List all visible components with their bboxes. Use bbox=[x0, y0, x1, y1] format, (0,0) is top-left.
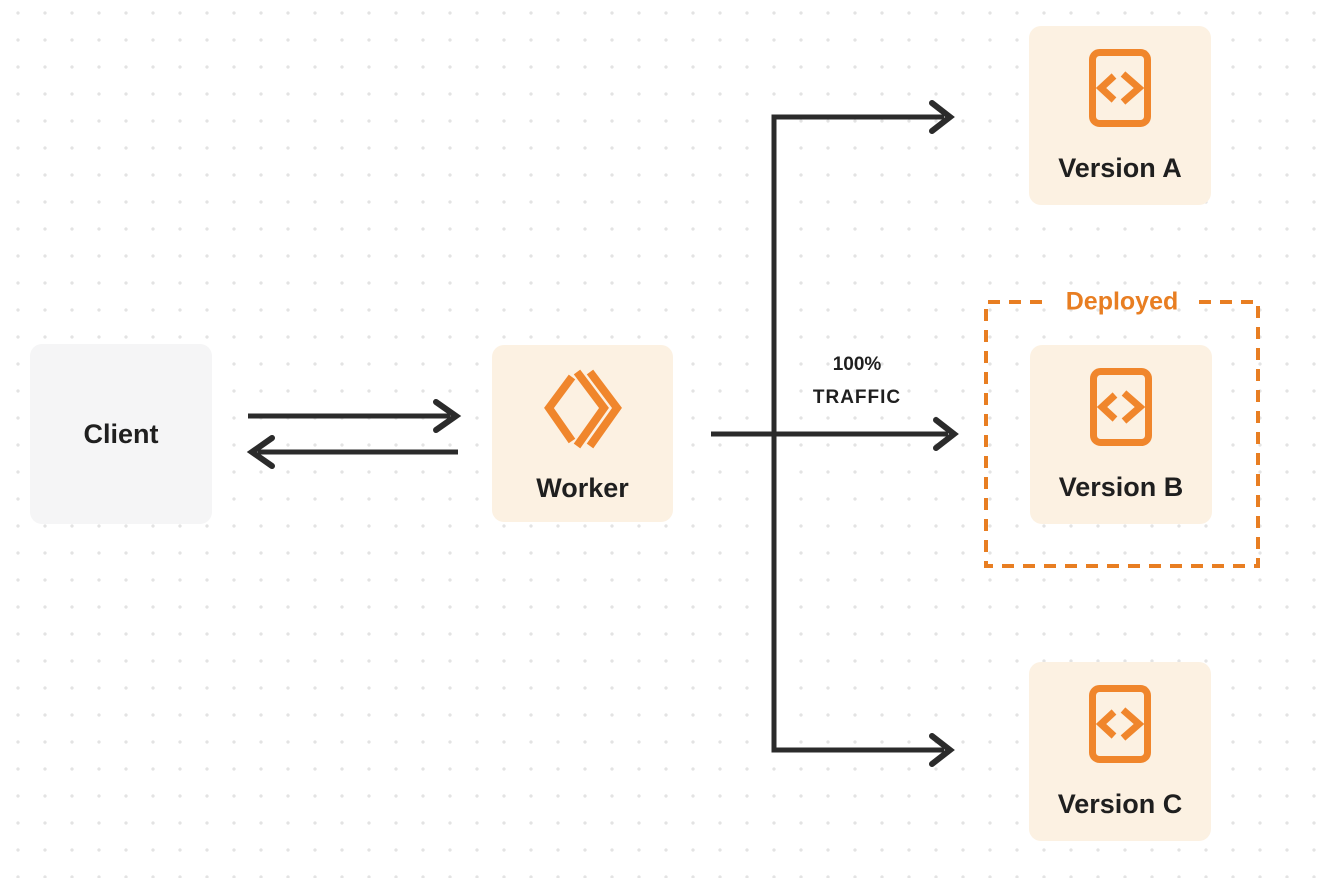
response-arrow bbox=[246, 435, 458, 469]
version-b-node: Version B bbox=[1030, 345, 1212, 524]
version-c-node: Version C bbox=[1029, 662, 1211, 841]
version-a-label: Version A bbox=[1058, 153, 1182, 183]
worker-label: Worker bbox=[536, 472, 629, 503]
client-label: Client bbox=[83, 419, 159, 449]
traffic-word-text: TRAFFIC bbox=[812, 387, 902, 408]
request-arrow bbox=[248, 399, 462, 433]
traffic-label: 100% TRAFFIC bbox=[813, 348, 901, 414]
version-c-arrowhead bbox=[929, 733, 955, 767]
traffic-percent-text: 100% bbox=[832, 354, 882, 375]
main-traffic-arrow bbox=[711, 417, 959, 451]
worker-node: Worker bbox=[492, 345, 673, 522]
deployed-label: Deployed bbox=[1065, 287, 1179, 316]
version-b-label: Version B bbox=[1058, 472, 1184, 502]
worker-logo-icon bbox=[543, 369, 622, 448]
client-node: Client bbox=[30, 344, 212, 524]
code-file-icon bbox=[1089, 49, 1151, 127]
code-file-icon bbox=[1089, 685, 1151, 763]
deployed-dashed-border bbox=[984, 300, 1260, 568]
version-a-arrowhead bbox=[929, 100, 955, 134]
code-file-icon bbox=[1090, 368, 1152, 446]
version-c-label: Version C bbox=[1057, 789, 1183, 819]
version-a-node: Version A bbox=[1029, 26, 1211, 205]
